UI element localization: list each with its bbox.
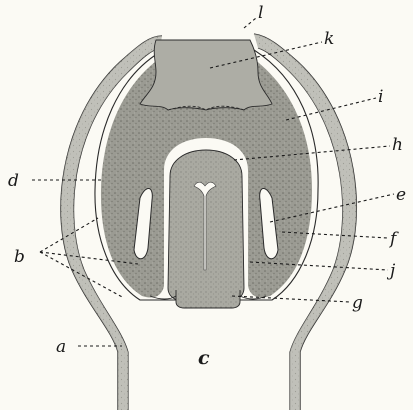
label-l: l (258, 3, 263, 23)
label-a: a (56, 337, 66, 357)
label-i: i (378, 87, 383, 107)
label-g: g (352, 293, 363, 313)
label-e: e (396, 185, 406, 205)
label-f: f (388, 229, 399, 249)
label-c: c (198, 347, 210, 369)
label-b: b (14, 247, 25, 267)
label-k: k (324, 29, 334, 49)
label-j: j (386, 261, 396, 281)
neural-plate (140, 40, 272, 110)
leader-l (244, 18, 256, 28)
label-d: d (8, 171, 19, 191)
label-h: h (392, 135, 403, 155)
yolk-stalk (176, 290, 240, 308)
